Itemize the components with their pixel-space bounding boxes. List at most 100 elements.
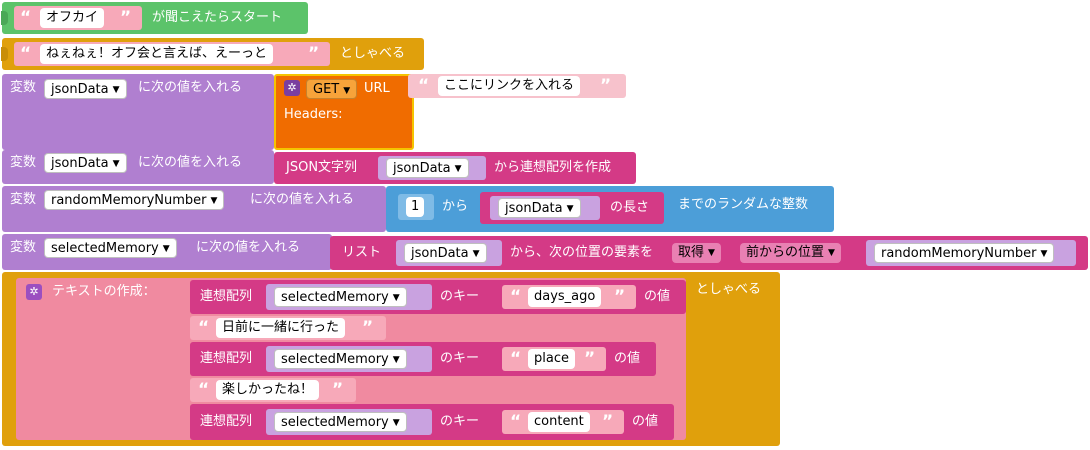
- key-label: のキー: [440, 351, 480, 366]
- text-4[interactable]: 楽しかったね！: [216, 380, 320, 400]
- chevron-down-icon: ▼: [1040, 249, 1048, 259]
- variable-dropdown-randommemorynumber[interactable]: randomMemoryNumber▼: [44, 190, 225, 210]
- chevron-down-icon: ▼: [566, 204, 574, 214]
- list-var-block[interactable]: jsonData▼: [396, 240, 502, 266]
- set-to-label: に次の値を入れる: [138, 155, 243, 170]
- set-to-label: に次の値を入れる: [196, 240, 301, 255]
- variable-dropdown-selectedmemory[interactable]: selectedMemory▼: [274, 349, 407, 369]
- event-block[interactable]: “ オフカイ ” が聞こえたらスタート: [1, 2, 308, 34]
- chevron-down-icon: ▼: [162, 244, 170, 254]
- variable-dropdown-randommemorynumber[interactable]: randomMemoryNumber▼: [874, 243, 1055, 263]
- headers-label: Headers:: [284, 107, 343, 122]
- close-quote-icon: ”: [362, 318, 374, 338]
- value-label: の値: [644, 289, 671, 304]
- text-string-2[interactable]: “ 日前に一緒に行った ”: [190, 316, 386, 340]
- close-quote-icon: ”: [602, 412, 614, 432]
- chevron-down-icon: ▼: [472, 249, 480, 259]
- set-to-label: に次の値を入れる: [250, 192, 355, 207]
- number-block[interactable]: 1: [398, 194, 434, 220]
- close-quote-icon: ”: [308, 44, 320, 64]
- set-variable-block-1[interactable]: 変数 jsonData▼ に次の値を入れる: [2, 74, 274, 150]
- say-text[interactable]: ねぇねぇ！オフ会と言えば、えーっと: [40, 44, 274, 64]
- set-variable-block-3[interactable]: 変数 randomMemoryNumber▼ に次の値を入れる: [2, 186, 386, 232]
- open-quote-icon: “: [510, 349, 522, 369]
- chevron-down-icon: ▼: [392, 293, 400, 303]
- open-quote-icon: “: [198, 318, 210, 338]
- variable-dropdown-selectedmemory[interactable]: selectedMemory▼: [274, 287, 407, 307]
- web-get-block[interactable]: ✲ GET▼ URL Headers:: [274, 74, 414, 150]
- dict-var-block[interactable]: selectedMemory▼: [266, 409, 432, 435]
- json-parse-block[interactable]: JSON文字列 jsonData▼ から連想配列を作成: [274, 152, 636, 184]
- chevron-down-icon: ▼: [392, 418, 400, 428]
- length-var-block[interactable]: jsonData▼: [490, 196, 600, 220]
- say-tab: [1, 47, 8, 61]
- dict-label: 連想配列: [200, 289, 253, 304]
- say-label: としゃべる: [340, 46, 406, 61]
- event-phrase-string[interactable]: “ オフカイ ”: [14, 6, 142, 30]
- set-variable-block-4[interactable]: 変数 selectedMemory▼ に次の値を入れる: [2, 234, 332, 270]
- dict-get-block-5[interactable]: 連想配列 selectedMemory▼ のキー “ content ” の値: [190, 404, 674, 440]
- key-text-1[interactable]: days_ago: [528, 287, 602, 307]
- variable-dropdown-jsondata[interactable]: jsonData▼: [404, 243, 487, 263]
- chevron-down-icon: ▼: [343, 86, 351, 96]
- chevron-down-icon: ▼: [210, 196, 218, 206]
- chevron-down-icon: ▼: [708, 248, 715, 258]
- event-label: が聞こえたらスタート: [152, 10, 283, 25]
- say-block[interactable]: “ ねぇねぇ！オフ会と言えば、えーっと ” としゃべる: [1, 38, 424, 70]
- set-var-label: 変数: [10, 192, 37, 207]
- dict-get-block-1[interactable]: 連想配列 selectedMemory▼ のキー “ days_ago ” の値: [190, 280, 686, 314]
- set-var-label: 変数: [10, 155, 37, 170]
- say-label: としゃべる: [696, 282, 762, 297]
- length-label: の長さ: [610, 200, 650, 215]
- value-label: の値: [632, 414, 659, 429]
- url-label: URL: [364, 81, 390, 96]
- dict-label: 連想配列: [200, 351, 253, 366]
- json-var-block[interactable]: jsonData▼: [378, 156, 486, 180]
- close-quote-icon: ”: [584, 349, 596, 369]
- operation-dropdown[interactable]: 取得▼: [672, 243, 721, 263]
- json-suffix-label: から連想配列を作成: [494, 160, 612, 175]
- text-2[interactable]: 日前に一緒に行った: [216, 318, 346, 338]
- index-var-block[interactable]: randomMemoryNumber▼: [866, 240, 1076, 266]
- dict-var-block[interactable]: selectedMemory▼: [266, 284, 432, 310]
- event-phrase-text[interactable]: オフカイ: [40, 8, 105, 28]
- chevron-down-icon: ▼: [112, 159, 120, 169]
- set-var-label: 変数: [10, 240, 37, 255]
- set-variable-block-2[interactable]: 変数 jsonData▼ に次の値を入れる: [2, 150, 274, 184]
- list-label: リスト: [342, 245, 382, 260]
- variable-dropdown-jsondata[interactable]: jsonData▼: [386, 158, 469, 178]
- position-mode-dropdown[interactable]: 前からの位置▼: [740, 243, 841, 263]
- url-string[interactable]: “ ここにリンクを入れる ”: [408, 74, 626, 98]
- random-int-block[interactable]: 1 から jsonData▼ の長さ までのランダムな整数: [386, 186, 834, 232]
- say-text-string[interactable]: “ ねぇねぇ！オフ会と言えば、えーっと ”: [14, 42, 330, 66]
- random-suffix-label: までのランダムな整数: [678, 197, 809, 212]
- open-quote-icon: “: [20, 44, 32, 64]
- variable-dropdown-selectedmemory[interactable]: selectedMemory▼: [44, 238, 177, 258]
- open-quote-icon: “: [510, 412, 522, 432]
- list-get-block[interactable]: リスト jsonData▼ から、次の位置の要素を 取得▼ 前からの位置▼ ra…: [330, 236, 1088, 270]
- number-value[interactable]: 1: [406, 197, 425, 217]
- variable-dropdown-jsondata[interactable]: jsonData▼: [498, 198, 581, 218]
- key-string-5[interactable]: “ content ”: [502, 410, 624, 434]
- key-string-3[interactable]: “ place ”: [502, 347, 606, 371]
- key-label: のキー: [440, 289, 480, 304]
- url-text[interactable]: ここにリンクを入れる: [438, 76, 581, 96]
- variable-dropdown-jsondata[interactable]: jsonData▼: [44, 79, 127, 99]
- dict-get-block-3[interactable]: 連想配列 selectedMemory▼ のキー “ place ” の値: [190, 342, 656, 376]
- gear-icon[interactable]: ✲: [26, 284, 42, 300]
- gear-icon[interactable]: ✲: [284, 80, 300, 96]
- set-to-label: に次の値を入れる: [138, 80, 243, 95]
- method-dropdown[interactable]: GET▼: [306, 79, 358, 99]
- from-label: から: [442, 199, 469, 214]
- text-string-4[interactable]: “ 楽しかったね！ ”: [190, 378, 356, 402]
- key-string-1[interactable]: “ days_ago ”: [502, 285, 636, 309]
- open-quote-icon: “: [20, 8, 32, 28]
- open-quote-icon: “: [510, 287, 522, 307]
- key-text-5[interactable]: content: [528, 412, 590, 432]
- length-block[interactable]: jsonData▼ の長さ: [480, 192, 664, 224]
- variable-dropdown-selectedmemory[interactable]: selectedMemory▼: [274, 412, 407, 432]
- variable-dropdown-jsondata[interactable]: jsonData▼: [44, 153, 127, 173]
- value-label: の値: [614, 351, 641, 366]
- key-text-3[interactable]: place: [528, 349, 575, 369]
- dict-var-block[interactable]: selectedMemory▼: [266, 346, 432, 372]
